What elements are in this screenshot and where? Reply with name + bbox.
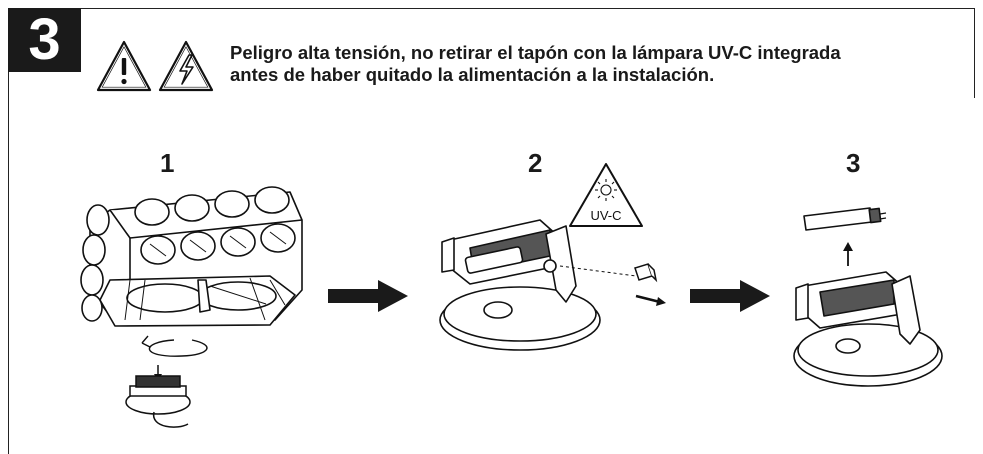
step-number-badge: 3 <box>8 8 81 72</box>
arrow-step-1-to-2 <box>326 278 410 314</box>
warning-message: Peligro alta tensión, no retirar el tapó… <box>230 42 960 86</box>
frame-top-border <box>8 8 975 9</box>
illustration-step-3-remove-lamp <box>790 196 970 396</box>
uv-c-symbol-label: UV-C <box>590 208 621 223</box>
warning-line-2: antes de haber quitado la alimentación a… <box>230 64 715 85</box>
arrow-step-2-to-3 <box>688 278 772 314</box>
illustration-step-1-plenum-box <box>70 180 320 440</box>
illustration-step-2-disconnect <box>430 180 680 360</box>
frame-right-border <box>974 8 975 98</box>
substep-label-2: 2 <box>528 148 543 178</box>
frame-left-border <box>8 8 9 454</box>
general-warning-icon <box>96 40 152 92</box>
substep-label-1: 1 <box>160 148 175 178</box>
uv-c-warning-symbol: UV-C <box>566 160 646 232</box>
warning-icons <box>96 38 218 94</box>
high-voltage-icon <box>158 40 214 92</box>
warning-line-1: Peligro alta tensión, no retirar el tapó… <box>230 42 841 63</box>
substep-label-3: 3 <box>846 148 861 178</box>
